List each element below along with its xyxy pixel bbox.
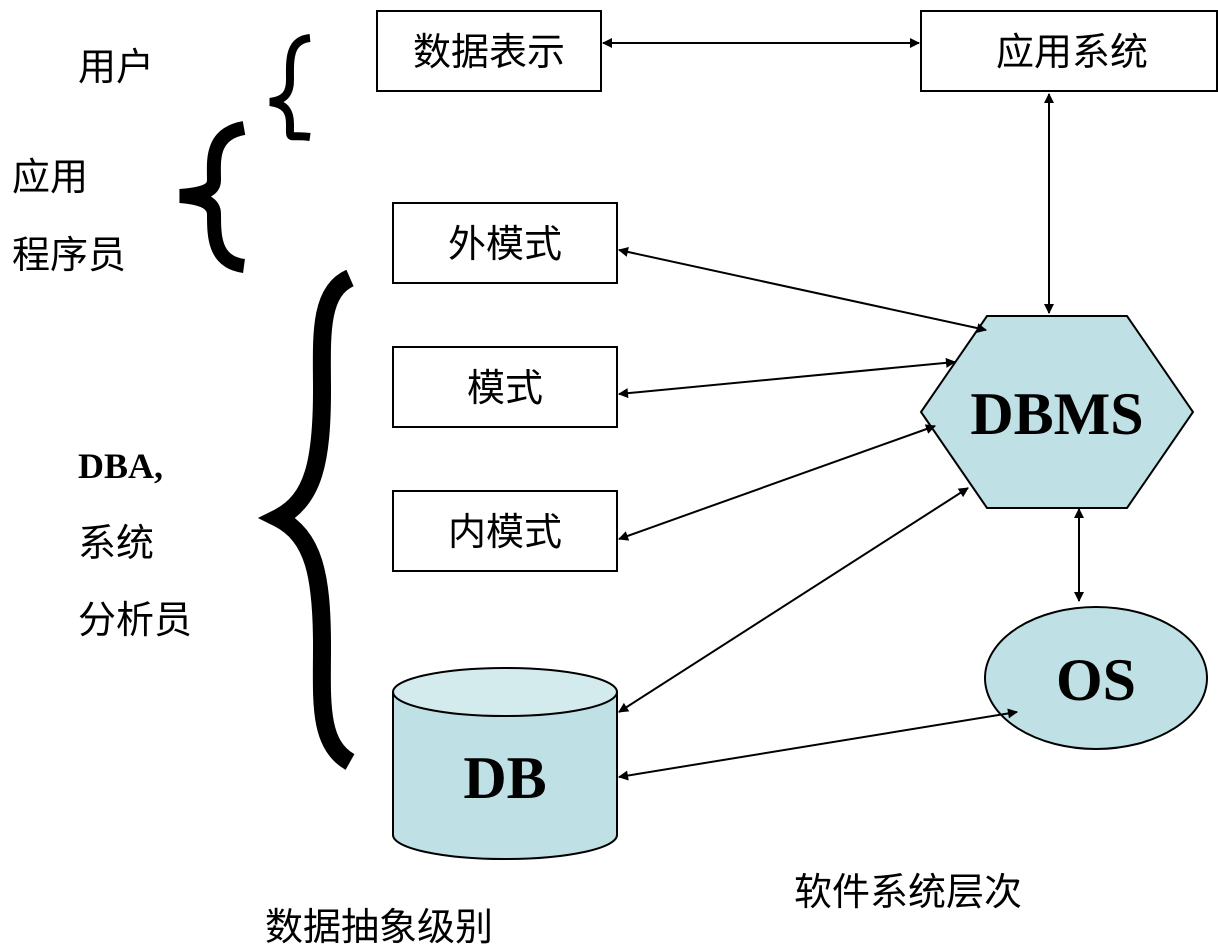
role-dba-label-1: DBA, (78, 446, 163, 486)
db-label: DB (463, 745, 546, 811)
role-dba-label-3: 分析员 (78, 598, 192, 642)
external-schema-box (392, 202, 618, 284)
schema-label: 模式 (467, 366, 543, 410)
role-dba-label-2: 系统 (78, 521, 154, 565)
role-app-programmer-label-1: 应用 (12, 155, 88, 199)
arrow-db-dbms (618, 487, 969, 713)
brace-user (269, 34, 311, 141)
data-presentation-box (376, 10, 602, 92)
internal-schema-box (392, 490, 618, 572)
caption-software-layers: 软件系统层次 (794, 870, 1022, 914)
arrow-external-dbms (618, 247, 987, 333)
arrow-db-os (618, 708, 1018, 781)
brace-app-programmer (179, 121, 246, 273)
schema-box (392, 346, 618, 428)
arrow-schema-dbms (618, 357, 956, 399)
role-app-programmer-label-2: 程序员 (12, 233, 126, 277)
caption-abstraction-levels: 数据抽象级别 (265, 905, 493, 947)
application-system-box (920, 10, 1218, 92)
db-cylinder (392, 667, 618, 860)
dbms-hexagon (919, 315, 1195, 509)
role-user-label: 用户 (78, 45, 154, 89)
application-system-label: 应用系统 (996, 30, 1148, 74)
external-schema-label: 外模式 (448, 222, 562, 266)
os-ellipse (984, 606, 1208, 750)
internal-schema-label: 内模式 (448, 510, 562, 554)
os-label: OS (1056, 647, 1136, 713)
data-presentation-label: 数据表示 (413, 30, 565, 74)
arrow-internal-dbms (618, 424, 936, 541)
brace-dba (257, 269, 356, 770)
dbms-label: DBMS (970, 381, 1143, 447)
